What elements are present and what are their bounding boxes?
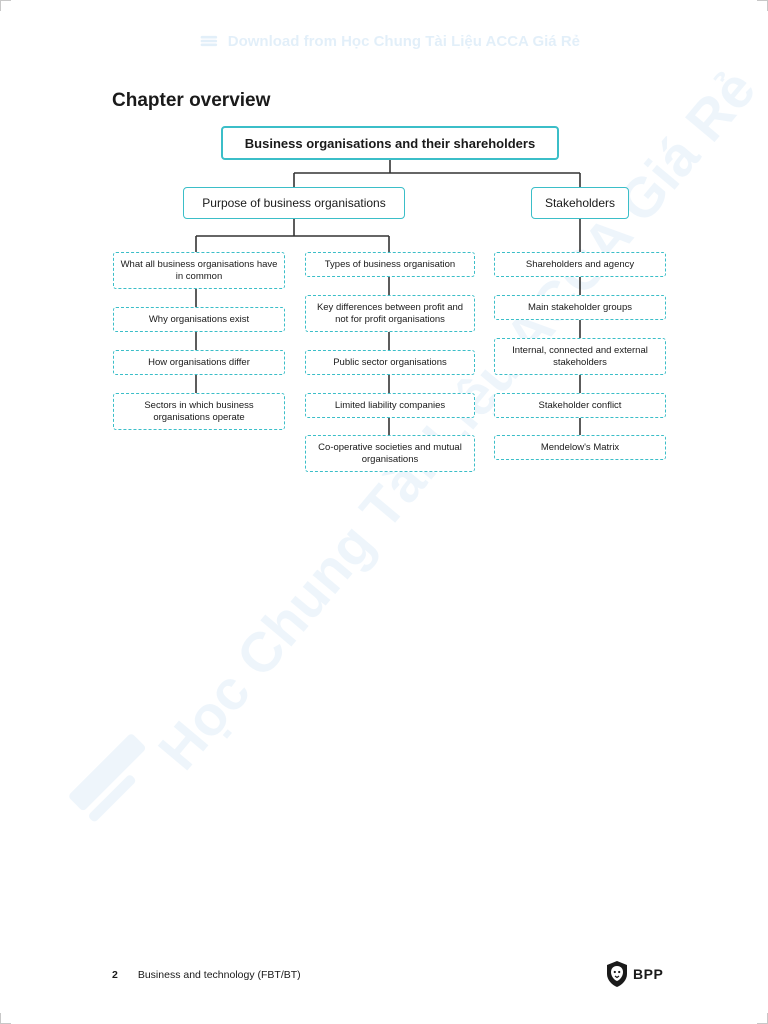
crop-mark xyxy=(0,0,11,11)
chapter-title: Chapter overview xyxy=(112,90,271,111)
diagram-root-node: Business organisations and their shareho… xyxy=(221,126,559,160)
watermark-header: Download from Học Chung Tài Liệu ACCA Gi… xyxy=(200,30,580,52)
leaf-node: Key differences between profit and not f… xyxy=(305,295,475,332)
leaf-node: Why organisations exist xyxy=(113,307,285,332)
page-footer: 2 Business and technology (FBT/BT) xyxy=(112,969,301,981)
leaf-node: Internal, connected and external stakeho… xyxy=(494,338,666,375)
leaf-node: Main stakeholder groups xyxy=(494,295,666,320)
leaf-node: Limited liability companies xyxy=(305,393,475,418)
leaf-node: Mendelow's Matrix xyxy=(494,435,666,460)
watermark-header-text: Download from Học Chung Tài Liệu ACCA Gi… xyxy=(227,32,580,50)
book-title: Business and technology (FBT/BT) xyxy=(137,969,301,981)
branch-node-stakeholders: Stakeholders xyxy=(531,187,629,219)
publisher-name: BPP xyxy=(633,966,664,982)
leaf-node: Types of business organisation xyxy=(305,252,475,277)
leaf-node: Public sector organisations xyxy=(305,350,475,375)
leaf-node: Shareholders and agency xyxy=(494,252,666,277)
lion-shield-icon xyxy=(607,961,627,987)
leaf-node: How organisations differ xyxy=(113,350,285,375)
watermark-pencil-icon xyxy=(69,734,146,822)
book-stack-icon xyxy=(200,35,218,47)
branch-node-purpose: Purpose of business organisations xyxy=(183,187,405,219)
leaf-node: Co-operative societies and mutual organi… xyxy=(305,435,475,472)
leaf-node: What all business organisations have in … xyxy=(113,252,285,289)
page-number: 2 xyxy=(112,969,118,981)
publisher-logo: BPP xyxy=(605,960,663,988)
leaf-node: Sectors in which business organisations … xyxy=(113,393,285,430)
leaf-node: Stakeholder conflict xyxy=(494,393,666,418)
